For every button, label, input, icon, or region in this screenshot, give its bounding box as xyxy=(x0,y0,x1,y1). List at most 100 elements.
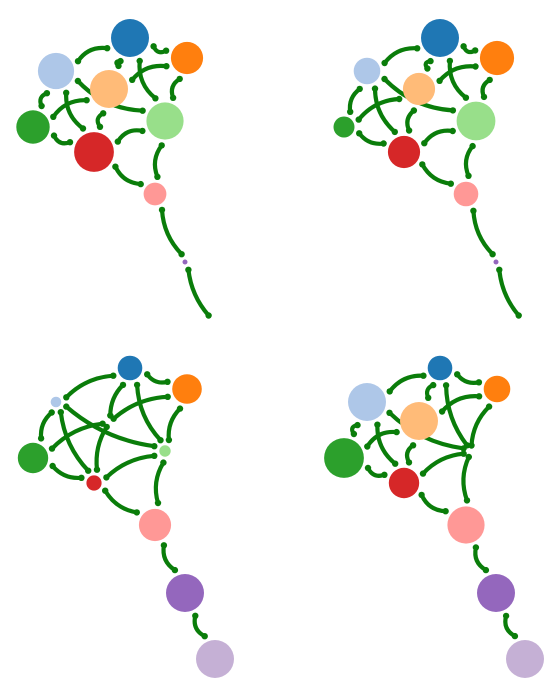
edge-end-top-right-n1-n3-0 xyxy=(472,63,479,70)
edge-end-bottom-left-n2-n5-0 xyxy=(63,403,70,410)
edge-end-top-left-n2-n6-1 xyxy=(79,125,87,132)
edge-end-top-left-n0-n2-0 xyxy=(104,45,111,52)
edge-bottom-left-n4-n6 xyxy=(50,463,84,481)
edge-end-bottom-left-n0-n3-0 xyxy=(119,381,127,389)
edge-end-bottom-left-n3-n6-1 xyxy=(93,466,101,473)
node-bottom-left-n6 xyxy=(86,475,102,491)
edge-top-left-n7-n8 xyxy=(159,207,184,257)
edge-end-top-right-n2-n4-1 xyxy=(347,108,354,116)
edge-top-left-n6-n7 xyxy=(113,164,143,187)
edge-top-right-n3-n4 xyxy=(356,96,402,122)
edge-bottom-left-n7-n8 xyxy=(161,543,177,573)
edge-end-top-right-n2-n6-1 xyxy=(391,128,398,136)
edge-bottom-right-n7-n8 xyxy=(473,545,488,573)
edge-top-left-n1-n3 xyxy=(130,63,169,82)
edge-end-bottom-right-n0-n5-0 xyxy=(442,382,450,389)
edge-end-top-left-n7-n8-1 xyxy=(178,251,185,258)
edge-end-bottom-left-n7-n8-1 xyxy=(171,566,179,574)
edge-end-top-left-n0-n1-0 xyxy=(150,43,157,50)
edge-end-top-right-n5-n6-1 xyxy=(421,140,428,147)
node-top-left-n0 xyxy=(111,19,149,57)
edge-end-top-left-n5-n6-1 xyxy=(114,138,122,145)
edge-end-top-right-n0-n3-0 xyxy=(427,57,434,65)
edge-end-top-left-n0-n3-0 xyxy=(117,57,124,65)
edge-top-right-n1-n3 xyxy=(437,64,478,83)
node-top-left-n7 xyxy=(143,182,167,206)
edge-bottom-left-n0-n5 xyxy=(135,382,163,443)
node-top-left-n5 xyxy=(146,102,184,140)
edge-end-top-left-n8-n9-0 xyxy=(185,266,192,273)
edge-end-bottom-right-n7-n8-0 xyxy=(472,544,480,551)
edge-end-bottom-left-n0-n5-0 xyxy=(133,381,141,389)
edge-end-bottom-right-n7-n8-1 xyxy=(482,566,490,574)
edge-top-left-n0-n5 xyxy=(137,58,158,101)
edge-end-top-left-n0-n5-1 xyxy=(152,95,159,102)
node-top-left-n4 xyxy=(16,110,50,144)
node-layer xyxy=(16,19,544,678)
edge-end-bottom-right-n8-n9-0 xyxy=(502,612,510,620)
edge-end-top-right-n7-n8-1 xyxy=(489,251,496,258)
node-bottom-left-n2 xyxy=(50,396,62,408)
edge-bottom-left-n5-n6 xyxy=(104,453,157,480)
edge-bottom-right-n2-n6 xyxy=(375,422,398,466)
edge-top-left-n5-n6 xyxy=(115,128,145,144)
edge-end-bottom-right-n0-n3-0 xyxy=(430,381,437,389)
edge-end-bottom-right-n5-n6-1 xyxy=(419,470,427,477)
edge-end-bottom-left-n1-n5-1 xyxy=(165,436,173,444)
node-top-left-n3 xyxy=(90,70,128,108)
edge-top-left-n5-n7 xyxy=(152,143,164,179)
node-bottom-left-n1 xyxy=(172,374,202,404)
edge-end-top-left-n8-n9-1 xyxy=(205,312,212,319)
edge-end-top-left-n5-n7-1 xyxy=(154,173,161,180)
edge-end-top-right-n2-n6-0 xyxy=(371,85,379,92)
node-bottom-right-n6 xyxy=(388,467,420,499)
node-bottom-right-n9 xyxy=(506,640,544,678)
edge-top-right-n0-n2 xyxy=(382,46,420,66)
edge-end-top-left-n1-n3-1 xyxy=(129,76,136,84)
edge-end-top-right-n2-n5-1 xyxy=(449,107,457,114)
edge-end-top-left-n3-n6-0 xyxy=(100,110,107,117)
edge-end-top-left-n2-n6-0 xyxy=(62,89,70,97)
edge-top-right-n0-n5 xyxy=(447,58,468,100)
edge-end-bottom-right-n0-n1-1 xyxy=(475,379,483,386)
edge-end-bottom-left-n4-n6-1 xyxy=(78,474,85,481)
node-bottom-left-n4 xyxy=(17,442,49,474)
edge-end-bottom-left-n0-n2-1 xyxy=(63,394,70,401)
edge-top-right-n2-n4 xyxy=(347,86,362,114)
edge-end-bottom-right-n3-n6-0 xyxy=(409,442,417,449)
edge-end-bottom-right-n0-n2-0 xyxy=(420,372,427,379)
node-top-right-n4 xyxy=(333,116,355,138)
edge-end-top-right-n6-n7-1 xyxy=(447,180,454,187)
edge-end-bottom-right-n2-n5-1 xyxy=(460,445,467,452)
node-bottom-right-n1 xyxy=(483,375,511,403)
edge-end-top-left-n6-n7-0 xyxy=(112,163,119,170)
edge-end-bottom-left-n2-n6-1 xyxy=(85,467,92,474)
edge-end-bottom-right-n1-n5-0 xyxy=(485,403,493,410)
edge-end-bottom-left-n5-n7-0 xyxy=(160,459,167,466)
node-top-left-n8 xyxy=(182,259,188,265)
edge-bottom-right-n5-n6 xyxy=(420,451,466,476)
edge-end-bottom-right-n1-n3-1 xyxy=(438,408,446,415)
edge-bottom-right-n6-n7 xyxy=(419,492,448,514)
edge-end-bottom-right-n3-n4-0 xyxy=(393,428,400,436)
node-top-right-n3 xyxy=(402,72,436,106)
edge-end-bottom-left-n6-n7-0 xyxy=(102,487,109,494)
edge-end-top-left-n0-n2-1 xyxy=(74,58,82,65)
edge-end-bottom-right-n5-n6-0 xyxy=(460,450,467,457)
edge-top-right-n7-n8 xyxy=(471,208,495,257)
edge-end-bottom-left-n5-n6-1 xyxy=(103,474,110,481)
edge-end-top-right-n5-n7-1 xyxy=(465,172,472,179)
edge-end-top-right-n2-n5-0 xyxy=(381,75,388,83)
edge-top-right-n5-n7 xyxy=(463,144,475,178)
edge-end-bottom-right-n2-n5-0 xyxy=(386,409,393,416)
edge-end-top-right-n3-n6-0 xyxy=(410,107,418,114)
edge-end-bottom-right-n2-n6-0 xyxy=(374,421,381,428)
edge-end-bottom-left-n0-n2-0 xyxy=(110,372,117,379)
edge-end-bottom-right-n6-n7-0 xyxy=(418,491,425,499)
edge-end-bottom-left-n4-n6-0 xyxy=(49,462,56,470)
edge-top-left-n8-n9 xyxy=(186,267,211,318)
edge-bottom-left-n2-n6 xyxy=(58,410,91,473)
edge-bottom-left-n1-n3 xyxy=(111,394,170,421)
edge-end-top-left-n2-n4-1 xyxy=(38,102,45,110)
